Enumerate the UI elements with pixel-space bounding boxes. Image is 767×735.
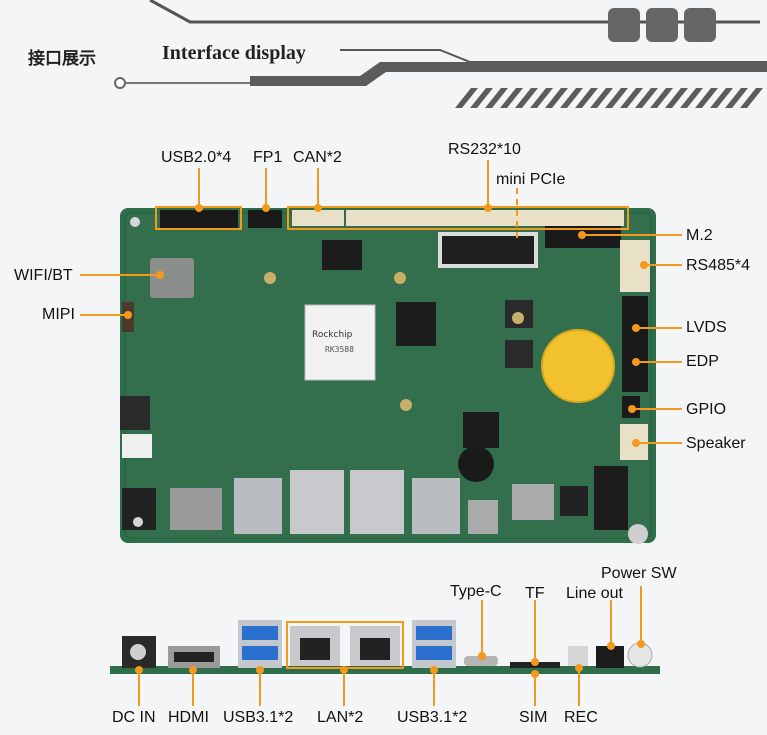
label-edp: EDP — [686, 353, 719, 370]
leader-line-out — [610, 600, 612, 644]
dot-line-out — [607, 642, 615, 650]
leader-rs232 — [487, 160, 489, 208]
leader-lan — [343, 670, 345, 706]
leader-sim — [534, 674, 536, 706]
leader-can — [317, 168, 319, 208]
dot-wifi — [156, 271, 164, 279]
label-dc-in: DC IN — [112, 709, 156, 726]
leader-usb20 — [198, 168, 200, 208]
header-title-cn: 接口展示 — [28, 49, 96, 69]
leader-hdmi — [192, 670, 194, 706]
label-power-sw: Power SW — [601, 565, 677, 582]
dot-rec — [575, 664, 583, 672]
leader-rec — [578, 668, 580, 706]
leader-wifi — [80, 274, 160, 276]
leader-gpio — [632, 408, 682, 410]
label-rs485: RS485*4 — [686, 257, 751, 274]
label-line-out: Line out — [566, 585, 623, 602]
label-can: CAN*2 — [293, 149, 342, 166]
dot-dc-in — [135, 666, 143, 674]
leader-usb31-left — [259, 670, 261, 706]
leader-m2 — [582, 234, 682, 236]
dot-usb31-right — [430, 666, 438, 674]
leader-mini-pcie — [516, 188, 518, 238]
label-fp1: FP1 — [253, 149, 283, 166]
dot-hdmi — [189, 666, 197, 674]
dot-mipi — [124, 311, 132, 319]
dot-lan — [340, 666, 348, 674]
dot-gpio — [628, 405, 636, 413]
leader-dc-in — [138, 670, 140, 706]
label-wifi-bt: WIFI/BT — [14, 267, 73, 284]
header-decoration — [114, 0, 767, 108]
label-usb20: USB2.0*4 — [161, 149, 232, 166]
dot-edp — [632, 358, 640, 366]
dot-can — [314, 204, 322, 212]
label-rs232: RS232*10 — [448, 141, 521, 158]
leader-mipi — [80, 314, 128, 316]
label-rec: REC — [564, 709, 598, 726]
label-tf: TF — [525, 585, 545, 602]
label-lvds: LVDS — [686, 319, 727, 336]
label-usb31-right: USB3.1*2 — [397, 709, 468, 726]
leader-usb31-right — [433, 670, 435, 706]
label-sim: SIM — [519, 709, 548, 726]
dot-type-c — [478, 652, 486, 660]
top-board-image — [120, 206, 656, 544]
header-title-en: Interface display — [162, 42, 306, 64]
label-speaker: Speaker — [686, 435, 746, 452]
dot-m2 — [578, 231, 586, 239]
dot-tf — [531, 658, 539, 666]
leader-tf — [534, 600, 536, 660]
dot-speaker — [632, 439, 640, 447]
chip-brand: Rockchip — [312, 330, 353, 340]
leader-rs485 — [644, 264, 682, 266]
label-type-c: Type-C — [450, 583, 502, 600]
leader-edp — [636, 361, 682, 363]
chip-model: RK3588 — [325, 345, 354, 354]
label-mini-pcie: mini PCIe — [496, 171, 566, 188]
label-usb31-left: USB3.1*2 — [223, 709, 294, 726]
dot-power-sw — [637, 640, 645, 648]
label-hdmi: HDMI — [168, 709, 209, 726]
dot-usb20 — [195, 204, 203, 212]
leader-fp1 — [265, 168, 267, 208]
dot-rs232 — [484, 204, 492, 212]
dot-rs485 — [640, 261, 648, 269]
label-m2: M.2 — [686, 227, 713, 244]
leader-power-sw — [640, 586, 642, 642]
dot-lvds — [632, 324, 640, 332]
label-mipi: MIPI — [42, 306, 75, 323]
dot-sim — [531, 670, 539, 678]
dot-usb31-left — [256, 666, 264, 674]
dot-fp1 — [262, 204, 270, 212]
label-gpio: GPIO — [686, 401, 727, 418]
leader-type-c — [481, 600, 483, 654]
leader-lvds — [636, 327, 682, 329]
label-lan: LAN*2 — [317, 709, 364, 726]
leader-speaker — [636, 442, 682, 444]
